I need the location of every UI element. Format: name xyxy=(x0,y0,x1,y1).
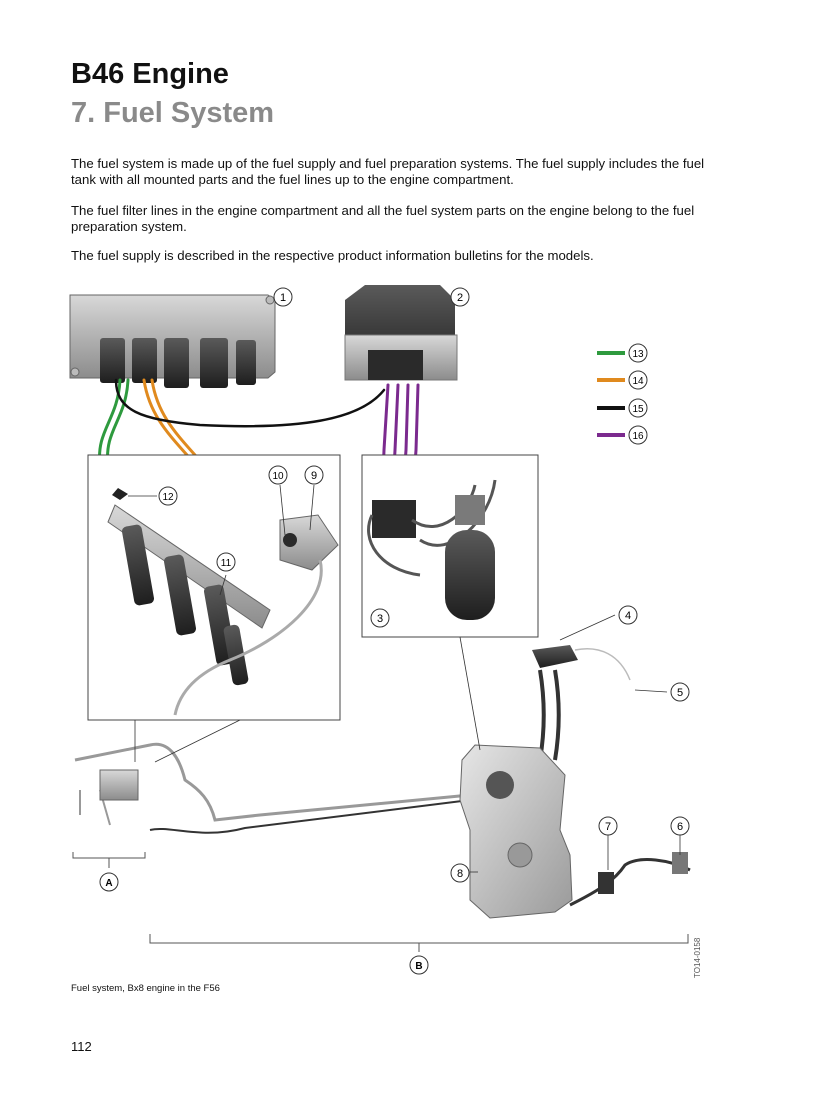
svg-text:B: B xyxy=(415,961,422,972)
svg-text:A: A xyxy=(105,878,112,889)
fuel-filler-connection xyxy=(672,852,688,874)
callout-10: 10 xyxy=(268,465,288,485)
label-b: B xyxy=(409,955,429,975)
tank-vent-valve xyxy=(598,872,614,894)
reference-code: TO14-0158 xyxy=(693,937,702,978)
section-title: 7. Fuel System xyxy=(71,97,275,129)
fuel-lines xyxy=(74,648,691,907)
intro-paragraph: The fuel system is made up of the fuel s… xyxy=(71,156,705,187)
svg-text:16: 16 xyxy=(632,431,644,442)
callout-6: 6 xyxy=(670,816,690,836)
callout-9: 9 xyxy=(304,465,324,485)
callout-5: 5 xyxy=(670,682,690,702)
svg-text:3: 3 xyxy=(377,613,383,625)
fuel-preparation-paragraph: The fuel filter lines in the engine comp… xyxy=(71,203,695,234)
fuel-pump-assembly xyxy=(367,479,497,620)
engine-control-unit xyxy=(69,294,276,388)
svg-text:1: 1 xyxy=(280,292,286,304)
svg-text:5: 5 xyxy=(677,687,683,699)
svg-text:10: 10 xyxy=(272,471,284,482)
svg-text:6: 6 xyxy=(677,821,683,833)
page-title: B46 Engine xyxy=(71,58,229,90)
callout-4: 4 xyxy=(618,605,638,625)
fuel-system-diagram: 1 2 3 4 5 6 7 8 9 10 11 12 13 14 15 16 A xyxy=(69,285,702,978)
callout-3: 3 xyxy=(370,608,390,628)
bracket-a xyxy=(72,852,146,868)
page-number: 112 xyxy=(71,1039,92,1054)
svg-text:14: 14 xyxy=(632,376,644,387)
fuel-tank-sensor xyxy=(532,645,578,668)
callout-7: 7 xyxy=(598,816,618,836)
callout-12: 12 xyxy=(158,486,178,506)
bracket-b xyxy=(149,934,689,952)
legend-item-16: 16 xyxy=(597,425,648,445)
svg-text:13: 13 xyxy=(632,349,644,360)
fuel-filter xyxy=(99,769,139,801)
svg-text:12: 12 xyxy=(162,492,174,503)
svg-text:2: 2 xyxy=(457,292,463,304)
callout-2: 2 xyxy=(450,287,470,307)
legend-item-14: 14 xyxy=(597,370,648,390)
callout-8: 8 xyxy=(450,863,470,883)
leader-lines xyxy=(128,484,681,873)
svg-text:8: 8 xyxy=(457,868,463,880)
legend-item-13: 13 xyxy=(597,343,648,363)
svg-text:7: 7 xyxy=(605,821,611,833)
svg-text:11: 11 xyxy=(221,558,232,569)
wire-legend: 13 14 15 16 xyxy=(597,343,648,445)
svg-text:15: 15 xyxy=(632,404,644,415)
figure-caption: Fuel system, Bx8 engine in the F56 xyxy=(71,983,220,994)
legend-item-15: 15 xyxy=(597,398,648,418)
svg-text:4: 4 xyxy=(625,610,631,622)
callout-11: 11 xyxy=(216,552,236,572)
fuel-supply-paragraph: The fuel supply is described in the resp… xyxy=(71,248,594,263)
label-a: A xyxy=(99,872,119,892)
fuel-tank xyxy=(459,744,573,919)
fuel-pump-control-unit xyxy=(344,285,458,381)
callout-1: 1 xyxy=(273,287,293,307)
engine-fuel-rail xyxy=(107,488,339,716)
svg-text:9: 9 xyxy=(311,470,317,482)
